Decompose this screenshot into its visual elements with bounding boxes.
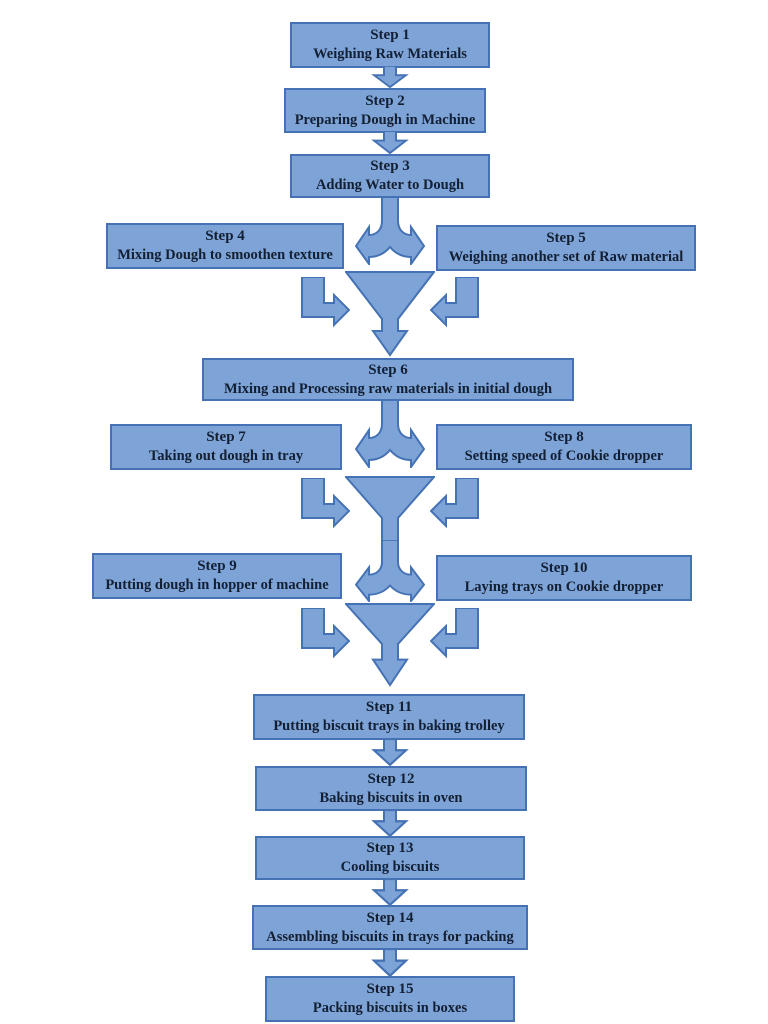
step-box-7: Step 7 Taking out dough in tray [110, 424, 342, 470]
step-title: Step 14 [366, 909, 414, 926]
elbow-arrow-right-icon [301, 608, 350, 659]
step-box-4: Step 4 Mixing Dough to smoothen texture [106, 223, 344, 269]
step-label: Putting dough in hopper of machine [105, 577, 329, 593]
step-label: Adding Water to Dough [315, 177, 465, 193]
merge-funnel-arrow-icon [345, 603, 435, 687]
step-label: Taking out dough in tray [148, 448, 304, 464]
step-label: Cooling biscuits [340, 859, 440, 875]
step-title: Step 13 [366, 840, 414, 856]
step-title: Step 15 [366, 981, 414, 997]
down-arrow-icon [371, 949, 409, 977]
step-title: Step 6 [368, 361, 408, 378]
step-box-3: Step 3 Adding Water to Dough [290, 154, 490, 198]
step-box-12: Step 12 Baking biscuits in oven [255, 766, 527, 811]
step-label: Mixing and Processing raw materials in i… [223, 380, 553, 397]
merge-funnel-icon [345, 476, 435, 542]
step-title: Step 9 [197, 558, 237, 574]
step-label: Laying trays on Cookie dropper [464, 579, 664, 595]
down-arrow-icon [371, 810, 409, 837]
elbow-arrow-right-icon [301, 478, 350, 529]
step-label: Preparing Dough in Machine [294, 111, 476, 128]
down-arrow-icon [371, 131, 409, 154]
down-arrow-icon [371, 879, 409, 906]
step-label: Assembling biscuits in trays for packing [266, 928, 514, 945]
elbow-arrow-left-icon [430, 478, 479, 529]
elbow-arrow-left-icon [430, 277, 479, 328]
step-label: Weighing another set of Raw material [448, 249, 684, 265]
step-title: Step 4 [205, 228, 245, 244]
merge-funnel-arrow-icon [345, 271, 435, 357]
step-title: Step 8 [544, 429, 584, 445]
step-box-13: Step 13 Cooling biscuits [255, 836, 525, 880]
step-label: Mixing Dough to smoothen texture [117, 247, 333, 263]
step-box-1: Step 1 Weighing Raw Materials [290, 22, 490, 68]
step-title: Step 10 [540, 560, 588, 576]
step-box-9: Step 9 Putting dough in hopper of machin… [92, 553, 342, 599]
step-title: Step 5 [546, 230, 586, 246]
step-title: Step 12 [367, 770, 415, 787]
step-box-5: Step 5 Weighing another set of Raw mater… [436, 225, 696, 271]
step-label: Packing biscuits in boxes [312, 1000, 468, 1016]
step-label: Weighing Raw Materials [313, 46, 467, 62]
step-label: Putting biscuit trays in baking trolley [273, 718, 505, 734]
split-arrow-icon [355, 540, 425, 602]
elbow-arrow-left-icon [430, 608, 479, 659]
step-box-8: Step 8 Setting speed of Cookie dropper [436, 424, 692, 470]
split-arrow-icon [355, 197, 425, 265]
step-box-15: Step 15 Packing biscuits in boxes [265, 976, 515, 1022]
step-box-2: Step 2 Preparing Dough in Machine [284, 88, 486, 133]
step-title: Step 11 [365, 699, 413, 715]
step-label: Baking biscuits in oven [319, 789, 463, 806]
elbow-arrow-right-icon [301, 277, 350, 328]
step-box-6: Step 6 Mixing and Processing raw materia… [202, 358, 574, 401]
step-box-10: Step 10 Laying trays on Cookie dropper [436, 555, 692, 601]
step-box-14: Step 14 Assembling biscuits in trays for… [252, 905, 528, 950]
down-arrow-icon [371, 66, 409, 88]
step-title: Step 7 [206, 429, 246, 445]
down-arrow-icon [371, 739, 409, 766]
step-title: Step 1 [370, 27, 410, 43]
split-arrow-icon [355, 400, 425, 468]
step-title: Step 3 [370, 158, 410, 174]
step-box-11: Step 11 Putting biscuit trays in baking … [253, 694, 525, 740]
step-label: Setting speed of Cookie dropper [464, 448, 664, 464]
step-title: Step 2 [365, 92, 405, 109]
